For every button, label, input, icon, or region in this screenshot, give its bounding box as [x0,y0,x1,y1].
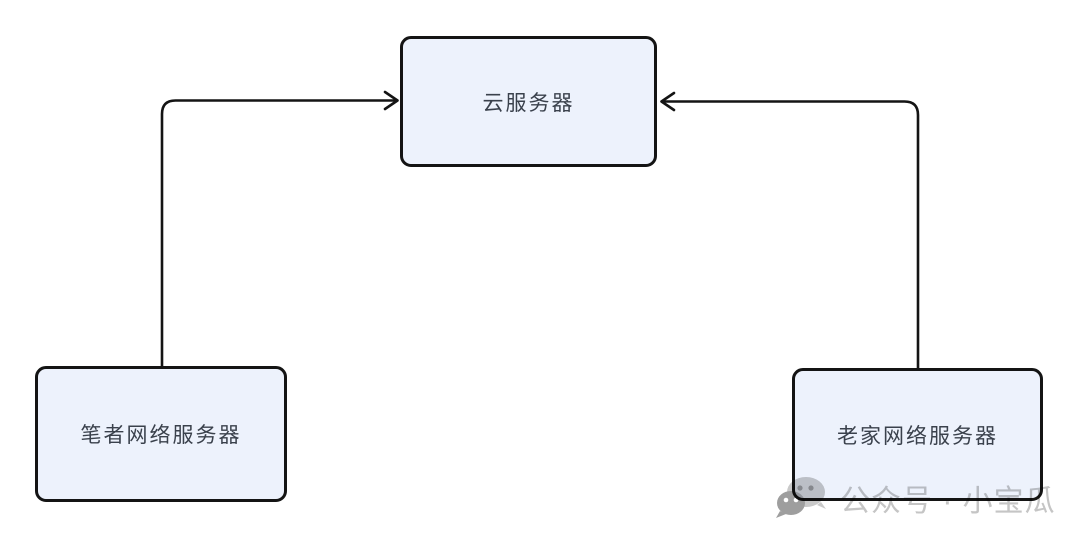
node-cloud-server-label: 云服务器 [482,91,575,115]
edge-author-to-cloud-arrowhead-icon [383,90,399,111]
node-author-network-server: 笔者网络服务器 [35,366,287,502]
node-author-network-server-label: 笔者网络服务器 [80,424,242,447]
node-cloud-server: 云服务器 [400,36,657,167]
edge-author-to-cloud [160,99,396,369]
edge-hometown-to-cloud [663,100,920,371]
edge-hometown-to-cloud-arrowhead-icon [660,91,676,112]
node-hometown-network-server: 老家网络服务器 [792,368,1043,501]
node-hometown-network-server-label: 老家网络服务器 [837,424,998,448]
